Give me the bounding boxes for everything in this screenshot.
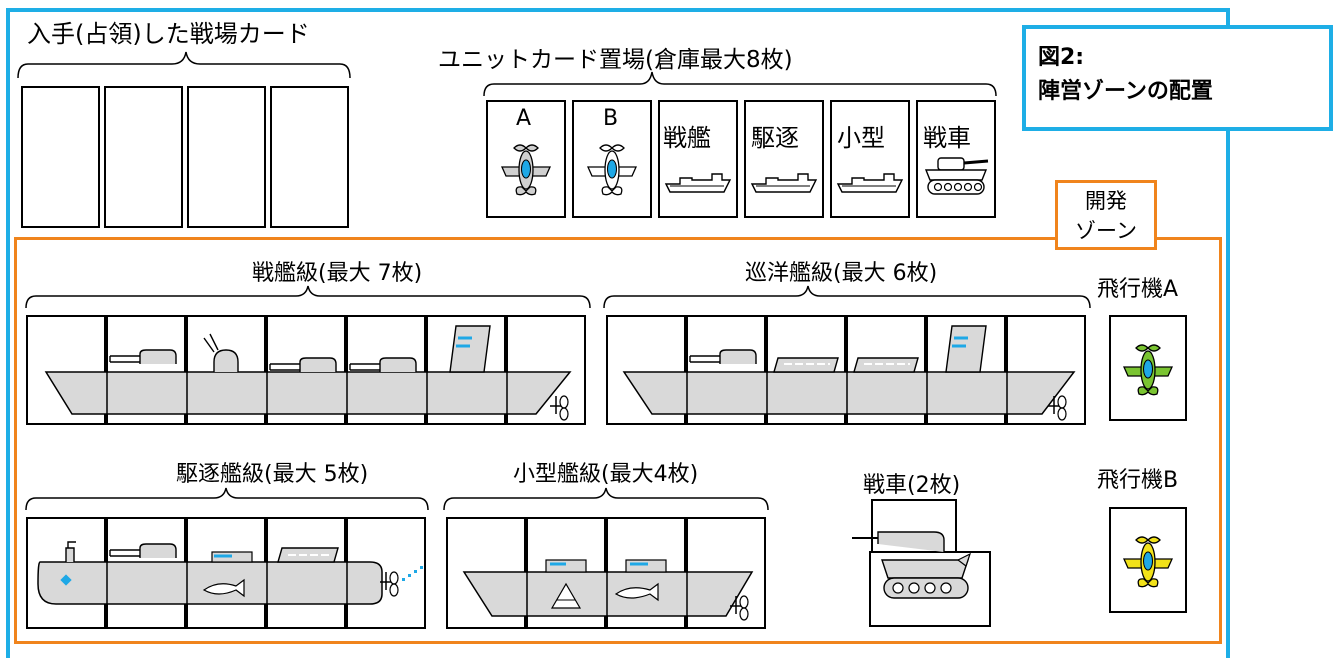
figure-caption: 陣営ゾーンの配置 — [1038, 79, 1213, 104]
cruiser-hull — [622, 371, 1076, 415]
small-ship-hull — [462, 571, 754, 617]
warehouse-card-tank-label: 戦車 — [923, 124, 971, 152]
tank-drawing-icon — [852, 531, 972, 599]
captured-field-card-1[interactable] — [21, 86, 100, 228]
warehouse-card-battleship — [658, 100, 738, 218]
battleship-class-label: 戦艦級(最大 7枚) — [252, 261, 423, 286]
warehouse-card-b-label: B — [603, 106, 619, 131]
warehouse-card-a-label: A — [516, 106, 532, 131]
battleship-hull — [44, 371, 572, 415]
captured-fields-brace — [17, 51, 351, 79]
bubbles-icon — [402, 566, 423, 581]
dev-zone-label-line1: 開発 — [1085, 189, 1127, 213]
development-zone — [14, 237, 1222, 644]
bridge-icon — [945, 325, 987, 373]
torpedo-launcher-icon — [853, 357, 919, 373]
cruiser-class-label: 巡洋艦級(最大 6枚) — [745, 261, 938, 286]
captured-field-card-4[interactable] — [270, 86, 349, 228]
figure-number: 図2: — [1038, 45, 1085, 70]
plane-a-label: 飛行機A — [1097, 277, 1179, 302]
battleship-brace — [25, 285, 591, 309]
depth-charge-icon — [545, 559, 587, 609]
warehouse-card-battleship-label: 戦艦 — [663, 124, 711, 152]
plane-b-label: 飛行機B — [1097, 468, 1179, 493]
submarine-hull — [37, 561, 383, 605]
cruiser-brace — [603, 285, 1091, 309]
destroyer-brace — [25, 487, 429, 511]
destroyer-class-label: 駆逐艦級(最大 5枚) — [176, 462, 369, 487]
torpedo-icon — [202, 551, 253, 598]
faction-zone-frame — [6, 8, 1230, 658]
torpedo-icon — [614, 559, 667, 602]
dev-zone-label-line2: ゾーン — [1075, 219, 1137, 243]
warehouse-card-small-label: 小型 — [837, 124, 885, 152]
antiair-gun-icon — [203, 333, 239, 372]
development-zone-label: 開発 ゾーン — [1055, 180, 1157, 250]
torpedo-launcher-icon — [277, 547, 339, 563]
bridge-icon — [449, 325, 491, 373]
torpedo-launcher-icon — [773, 357, 839, 373]
warehouse-title: ユニットカード置場(倉庫最大8枚) — [438, 47, 793, 73]
warehouse-card-destroyer-label: 駆逐 — [751, 124, 799, 152]
small-class-label: 小型艦級(最大4枚) — [513, 462, 699, 487]
warehouse-brace — [483, 71, 997, 97]
warehouse-cards — [486, 100, 996, 218]
warehouse-card-small — [830, 100, 910, 218]
warehouse-card-destroyer — [744, 100, 824, 218]
tank-label: 戦車(2枚) — [863, 473, 961, 498]
captured-field-card-2[interactable] — [104, 86, 183, 228]
figure-label-box: 図2: 陣営ゾーンの配置 — [1022, 25, 1333, 131]
small-brace — [443, 487, 769, 511]
captured-field-card-3[interactable] — [187, 86, 266, 228]
captured-fields-title: 入手(占領)した戦場カード — [27, 20, 310, 48]
